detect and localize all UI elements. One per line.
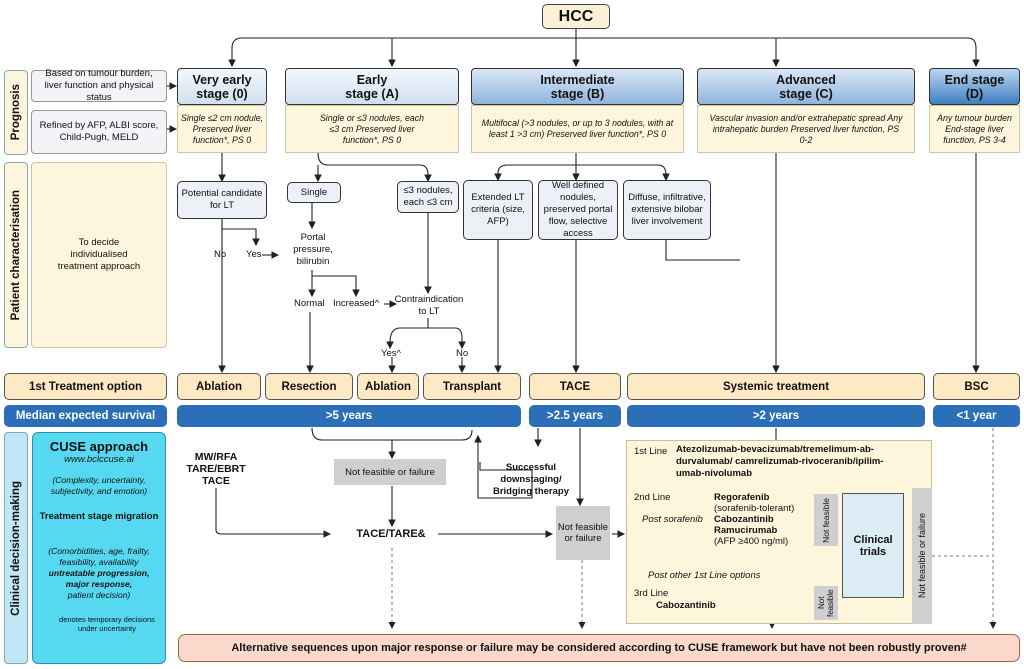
diffuse-box: Diffuse, infiltrative, extensive bilobar… [623,180,711,240]
alternative-sequences-banner: Alternative sequences upon major respons… [178,634,1020,662]
mw-rfa-label: MW/RFA TARE/EBRT TACE [186,451,246,487]
not-feasible-3rd: Not feasible [814,586,838,620]
contra-yes: Yes^ [381,348,401,359]
stage-end: End stage (D) [929,68,1020,105]
treatment-resection: Resection [265,373,353,400]
stage-early-desc: Single or ≤3 nodules, each ≤3 cm Preserv… [285,105,459,153]
row-label-patient: Patient characterisation [4,162,28,348]
three-nodules-box: ≤3 nodules, each ≤3 cm [397,181,459,213]
lt-candidate-box: Potential candidate for LT [177,181,267,219]
normal-label: Normal [294,298,325,309]
post-other-label: Post other 1st Line options [648,570,761,581]
tace-tare-label: TACE/TARE& [356,528,426,540]
survival-2-5y: >2.5 years [529,405,621,427]
survival-2y: >2 years [627,405,925,427]
stage-advanced-desc: Vascular invasion and/or extrahepatic sp… [697,105,915,153]
stage-end-desc: Any tumour burden End-stage liver functi… [929,105,1020,153]
cuse-bold: untreatable progression, major response, [48,568,150,589]
extended-lt-box: Extended LT criteria (size, AFP) [463,180,533,240]
row-label-clinical: Clinical decision-making [4,432,28,664]
survival-5y: >5 years [177,405,521,427]
cuse-decision: patient decision) [67,590,131,600]
contraindication-lt: Contraindication to LT [394,294,464,317]
first-line-label: 1st Line [634,446,668,457]
stage-early: Early stage (A) [285,68,459,105]
stage-intermediate-desc: Multifocal (>3 nodules, or up to 3 nodul… [471,105,684,153]
stage-intermediate: Intermediate stage (B) [471,68,684,105]
drug-ramucirumab: Ramucirumab [714,525,778,536]
cuse-panel: CUSE approach www.bclccuse.ai (Complexit… [32,432,166,664]
very-early-no: No [214,249,227,260]
not-feasible-box-2: Not feasible or failure [556,506,610,560]
treatment-tace: TACE [529,373,621,400]
not-feasible-2nd: Not feasible [814,494,838,546]
third-line-drug: Cabozantinib [656,600,716,611]
survival-1y: <1 year [933,405,1020,427]
treatment-transplant: Transplant [423,373,521,400]
cuse-url[interactable]: www.bclccuse.ai [64,454,134,465]
cuse-conditions: (Comorbidities, age, frailty, feasibilit… [48,546,150,567]
treatment-ablation-2: Ablation [357,373,419,400]
not-feasible-failure-bar: Not feasible or failure [912,488,932,624]
first-treatment-label: 1st Treatment option [4,373,167,400]
treatment-ablation: Ablation [177,373,261,400]
cuse-legend: denotes temporary decisions under uncert… [59,615,155,633]
stage-very-early-desc: Single ≤2 cm nodule, Preserved liver fun… [177,105,267,153]
prognosis-basis: Based on tumour burden, liver function a… [31,68,167,103]
prognosis-refined: Refined by AFP, ALBI score, Child-Pugh, … [31,110,167,154]
downstaging-label: Successful downstaging/ Bridging therapy [492,462,569,497]
hcc-title: HCC [542,4,610,29]
survival-label: Median expected survival [4,405,167,427]
drug-ramucirumab-note: (AFP ≥400 ng/ml) [714,536,789,547]
second-line-drugs: Regorafenib (sorafenib-tolerant) Cabozan… [714,492,794,547]
drug-regorafenib: Regorafenib [714,492,770,503]
portal-pressure: Portal pressure, bilirubin [293,232,333,267]
decide-approach: To decide individualised treatment appro… [31,162,167,348]
post-sorafenib: Post sorafenib [642,514,703,525]
treatment-bsc: BSC [933,373,1020,400]
very-early-yes: Yes [246,249,262,260]
cuse-migration: Treatment stage migration [39,511,159,522]
treatment-systemic: Systemic treatment [627,373,925,400]
single-box: Single [287,182,341,203]
increased-label: Increased^ [333,298,380,309]
row-label-prognosis: Prognosis [4,70,28,155]
drug-cabozantinib: Cabozantinib [714,514,774,525]
contra-no: No [456,348,469,359]
clinical-trials-box: Clinical trials [842,493,904,598]
cuse-title: CUSE approach [49,439,149,454]
drug-regorafenib-note: (sorafenib-tolerant) [714,503,795,514]
first-line-drugs: Atezolizumab-bevacizumab/tremelimum-ab-d… [676,444,884,479]
not-feasible-box: Not feasible or failure [334,459,446,485]
stage-very-early: Very early stage (0) [177,68,267,105]
stage-advanced: Advanced stage (C) [697,68,915,105]
third-line-label: 3rd Line [634,588,669,599]
second-line-label: 2nd Line [634,492,671,503]
well-defined-box: Well defined nodules, preserved portal f… [538,180,618,240]
cuse-factors: (Complexity, uncertainty, subjectivity, … [50,475,148,496]
